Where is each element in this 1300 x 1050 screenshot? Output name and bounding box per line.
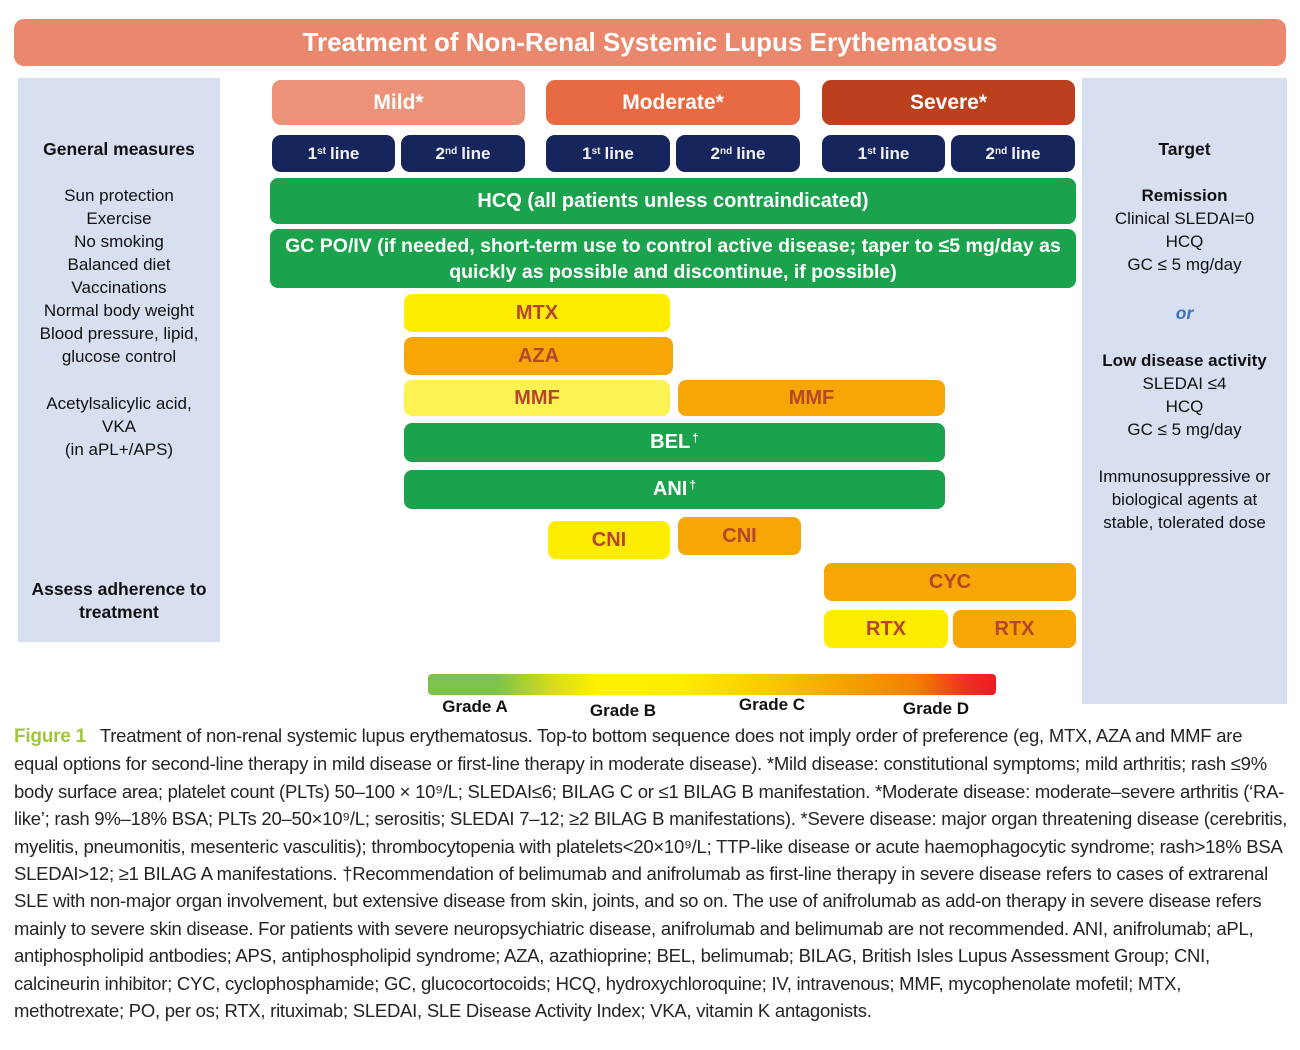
remission-item: GC ≤ 5 mg/day <box>1127 255 1242 274</box>
cni-second-label: CNI <box>722 524 757 547</box>
aza-bar: AZA <box>404 337 673 375</box>
gc-bar: GC PO/IV (if needed, short-term use to c… <box>270 229 1076 288</box>
grade-a-label: Grade A <box>442 697 508 716</box>
line-num: 1 <box>307 143 318 163</box>
mtx-label: MTX <box>515 301 559 324</box>
lda-item: SLEDAI ≤4 <box>1142 374 1227 393</box>
figure-caption-label: Figure 1 <box>14 726 86 747</box>
measure-item: Blood pressure, lipid, glucose control <box>39 324 199 366</box>
anticoag-line: Acetylsalicylic acid, <box>46 394 192 413</box>
remission-item: HCQ <box>1165 232 1204 251</box>
severity-header-moderate: Moderate* <box>546 80 800 125</box>
cni-first-label: CNI <box>591 528 627 551</box>
line-word: line <box>736 143 766 163</box>
line-word: line <box>1011 143 1041 163</box>
ani-label: ANI <box>652 478 688 500</box>
hcq-bar: HCQ (all patients unless contraindicated… <box>270 178 1076 224</box>
rtx-first-bar: RTX <box>824 610 948 648</box>
cni-second-bar: CNI <box>678 517 801 555</box>
severity-label-severe: Severe* <box>909 90 988 114</box>
grade-c-label: Grade C <box>738 695 806 714</box>
rtx-first-label: RTX <box>866 617 906 640</box>
remission-title: Remission <box>1141 186 1228 205</box>
measure-item: No smoking <box>74 232 164 251</box>
figure-caption-text: Treatment of non-renal systemic lupus er… <box>14 725 1288 1022</box>
gc-label: GC PO/IV (if needed, short-term use to c… <box>285 234 1061 283</box>
measure-item: Sun protection <box>64 186 174 205</box>
line-word: line <box>461 143 491 163</box>
mtx-bar: MTX <box>404 294 670 332</box>
general-measures-panel: General measures Sun protection Exercise… <box>18 78 220 598</box>
mmf-moderate-bar: MMF <box>678 380 945 416</box>
line-num: 2 <box>985 143 995 163</box>
measure-item: Normal body weight <box>43 301 195 320</box>
ani-bar: ANI† <box>404 470 945 509</box>
general-measures-header: General measures <box>43 139 195 159</box>
cni-first-bar: CNI <box>548 521 670 559</box>
bel-label: BEL <box>650 431 691 453</box>
severity-header-mild: Mild* <box>272 80 525 125</box>
severity-label-mild: Mild* <box>373 90 424 114</box>
cyc-label: CYC <box>928 570 972 593</box>
line-num: 1 <box>857 143 868 163</box>
mmf-mild-label: MMF <box>514 386 560 409</box>
line-word: line <box>604 143 634 163</box>
hcq-label: HCQ (all patients unless contraindicated… <box>477 189 869 212</box>
or-text: or <box>1175 303 1194 323</box>
figure-title: Treatment of Non-Renal Systemic Lupus Er… <box>302 27 998 57</box>
target-panel: Target Remission Clinical SLEDAI=0 HCQ G… <box>1082 78 1287 704</box>
measure-item: Vaccinations <box>71 278 167 297</box>
target-header: Target <box>1158 139 1211 159</box>
target-note: Immunosuppressive or biological agents a… <box>1098 467 1271 532</box>
mmf-moderate-label: MMF <box>788 386 835 409</box>
line-num: 1 <box>582 143 592 163</box>
figure-title-bar: Treatment of Non-Renal Systemic Lupus Er… <box>14 19 1286 66</box>
measure-item: Balanced diet <box>67 255 171 274</box>
cyc-bar: CYC <box>824 563 1076 601</box>
grade-b-label: Grade B <box>589 701 657 720</box>
severity-label-moderate: Moderate* <box>622 90 724 114</box>
grade-gradient-bar <box>428 674 996 695</box>
lda-title: Low disease activity <box>1102 351 1267 370</box>
anticoag-line: VKA <box>101 417 137 436</box>
assess-adherence-text: Assess adherence to treatment <box>31 579 207 622</box>
line-word: line <box>330 143 360 163</box>
bel-bar: BEL† <box>404 423 945 462</box>
line-word: line <box>880 143 910 163</box>
anticoag-line: (in aPL+/APS) <box>64 440 174 459</box>
mmf-mild-bar: MMF <box>404 380 670 416</box>
aza-label: AZA <box>517 344 560 367</box>
lda-item: GC ≤ 5 mg/day <box>1127 420 1242 439</box>
severity-header-severe: Severe* <box>822 80 1075 125</box>
grade-d-label: Grade D <box>902 699 970 718</box>
line-num: 2 <box>435 143 445 163</box>
assess-adherence-panel: Assess adherence to treatment <box>18 560 220 642</box>
line-num: 2 <box>710 143 720 163</box>
remission-item: Clinical SLEDAI=0 <box>1114 209 1255 228</box>
rtx-second-label: RTX <box>994 617 1035 640</box>
rtx-second-bar: RTX <box>953 610 1076 648</box>
measure-item: Exercise <box>86 209 152 228</box>
lda-item: HCQ <box>1165 397 1204 416</box>
